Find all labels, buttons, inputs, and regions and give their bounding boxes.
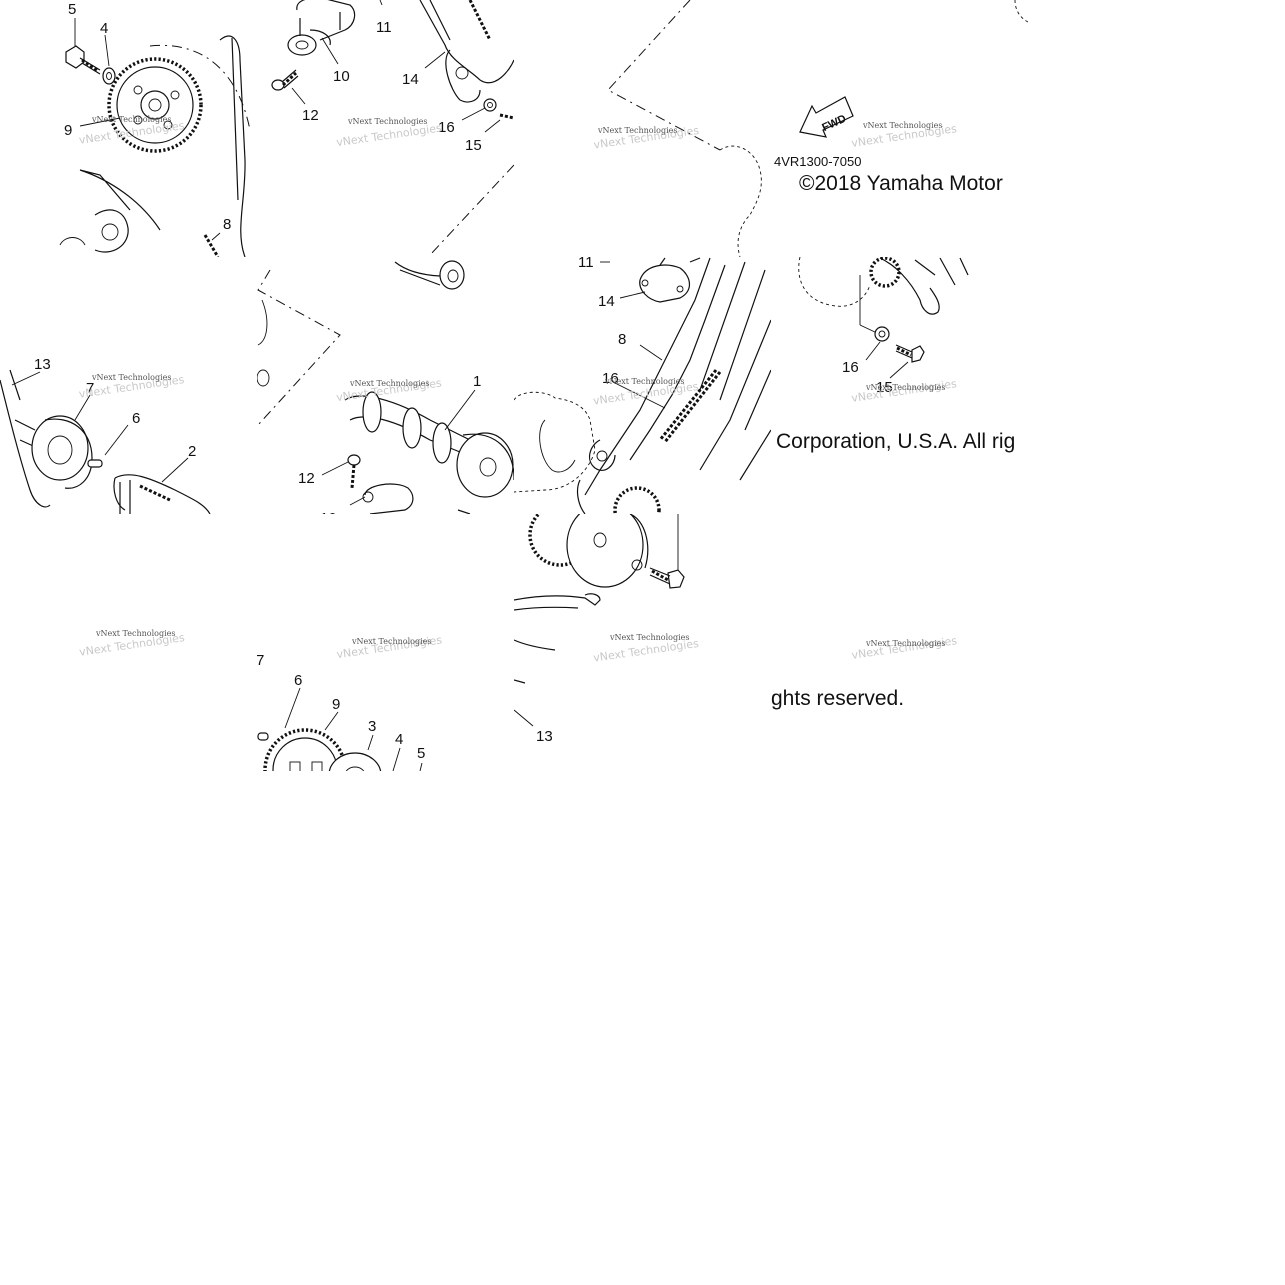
svg-text:vNext Technologies: vNext Technologies xyxy=(865,639,945,648)
svg-text:vNext Technologies: vNext Technologies xyxy=(609,633,689,642)
callout-16: 16 xyxy=(602,370,619,387)
cam-sprocket-part xyxy=(107,57,203,153)
fwd-arrow-icon: FWD xyxy=(799,96,854,138)
callout-13: 13 xyxy=(34,356,51,373)
svg-text:vNext Technologies: vNext Technologies xyxy=(862,121,942,130)
callout-9: 9 xyxy=(64,122,72,139)
cam-plate-part xyxy=(31,415,93,489)
bolt-part xyxy=(65,45,101,75)
callout-14: 14 xyxy=(402,71,419,88)
tensioner-rod-part xyxy=(394,260,465,290)
callout-14: 14 xyxy=(598,293,615,310)
tile-washer-bolt: 16 15 Corporation, U.S.A. All rig xyxy=(776,257,1015,453)
callout-7: 7 xyxy=(256,652,264,669)
cam-plate-part xyxy=(456,432,514,498)
svg-text:vNext Technologies: vNext Technologies xyxy=(91,115,171,124)
svg-text:vNext Technologies: vNext Technologies xyxy=(865,383,945,392)
callout-6: 6 xyxy=(132,410,140,427)
tile-chain-guide: 11 14 8 16 xyxy=(514,254,771,514)
callout-16: 16 xyxy=(438,119,455,136)
callout-3: 3 xyxy=(368,718,376,735)
svg-text:vNext Technologies: vNext Technologies xyxy=(597,126,677,135)
chain-tensioner-part xyxy=(287,0,356,56)
callout-10: 10 xyxy=(333,68,350,85)
tile-sprocket-bolt: 5 4 9 8 xyxy=(59,1,251,257)
copyright-line-1: ©2018 Yamaha Motor xyxy=(799,172,1003,195)
tensioner-body-part xyxy=(362,483,414,514)
cylinder-head-outline xyxy=(719,145,762,257)
callout-4: 4 xyxy=(100,20,108,37)
bolt-part xyxy=(649,567,685,589)
dowel-pin-part xyxy=(257,732,269,741)
callout-15: 15 xyxy=(876,379,893,396)
callout-5: 5 xyxy=(417,745,425,762)
svg-text:vNext Technologies: vNext Technologies xyxy=(91,373,171,382)
svg-text:vNext Technologies: vNext Technologies xyxy=(351,637,431,646)
cylinder-block-outline xyxy=(514,391,596,493)
callout-9: 9 xyxy=(332,696,340,713)
camshaft-1-part xyxy=(344,391,514,498)
callout-8: 8 xyxy=(618,331,626,348)
chain-guide-part xyxy=(584,257,726,496)
tile-lower-assembly: 13 xyxy=(514,514,685,745)
timing-chain-curve xyxy=(149,44,251,131)
callout-12: 12 xyxy=(302,107,319,124)
callout-4: 4 xyxy=(395,731,403,748)
callout-8: 8 xyxy=(223,216,231,233)
chain-guide-part xyxy=(219,35,246,257)
svg-text:vNext Technologies: vNext Technologies xyxy=(95,629,175,638)
callout-5: 5 xyxy=(68,1,76,18)
callout-13: 13 xyxy=(536,728,553,745)
tensioner-bolt-part xyxy=(271,69,299,91)
copyright-line-2: Corporation, U.S.A. All rig xyxy=(776,430,1015,453)
cam-plate-part xyxy=(566,514,644,588)
tile-tensioner: 11 10 12 14 16 15 xyxy=(271,0,514,256)
tile-sprocket-lower: 7 6 9 3 4 5 xyxy=(256,652,425,771)
callout-6: 6 xyxy=(294,672,302,689)
bolt-part xyxy=(895,344,925,363)
tensioner-bolt-part xyxy=(347,454,361,489)
tile-camshaft-left: 13 7 6 2 xyxy=(0,356,211,514)
camshaft-part xyxy=(113,474,211,514)
tensioner-housing-part xyxy=(639,264,690,303)
svg-text:vNext Technologies: vNext Technologies xyxy=(349,379,429,388)
callout-1: 1 xyxy=(473,373,481,390)
svg-text:vNext Technologies: vNext Technologies xyxy=(604,377,684,386)
callout-7: 7 xyxy=(86,380,94,397)
part-number: 4VR1300-7050 xyxy=(774,154,861,169)
cam-plate-part xyxy=(328,752,382,771)
dowel-pin-part xyxy=(87,459,103,468)
chain-guide-upper-part xyxy=(419,0,514,84)
callout-2: 2 xyxy=(188,443,196,460)
svg-text:vNext Technologies: vNext Technologies xyxy=(347,117,427,126)
tile-header-info: FWD 4VR1300-7050 ©2018 Yamaha Motor xyxy=(607,0,1028,257)
callout-11: 11 xyxy=(578,254,594,271)
callout-15: 15 xyxy=(465,137,482,154)
copyright-line-3: ghts reserved. xyxy=(771,687,904,710)
washer-part xyxy=(102,67,116,85)
callout-16: 16 xyxy=(842,359,859,376)
callout-11: 11 xyxy=(376,19,392,36)
callout-12: 12 xyxy=(298,470,315,487)
chain-guide-lower-part xyxy=(514,593,601,611)
tile-camshaft-center: 1 12 10 xyxy=(257,260,514,527)
callout-10: 10 xyxy=(320,510,337,527)
washer-part xyxy=(874,326,890,342)
